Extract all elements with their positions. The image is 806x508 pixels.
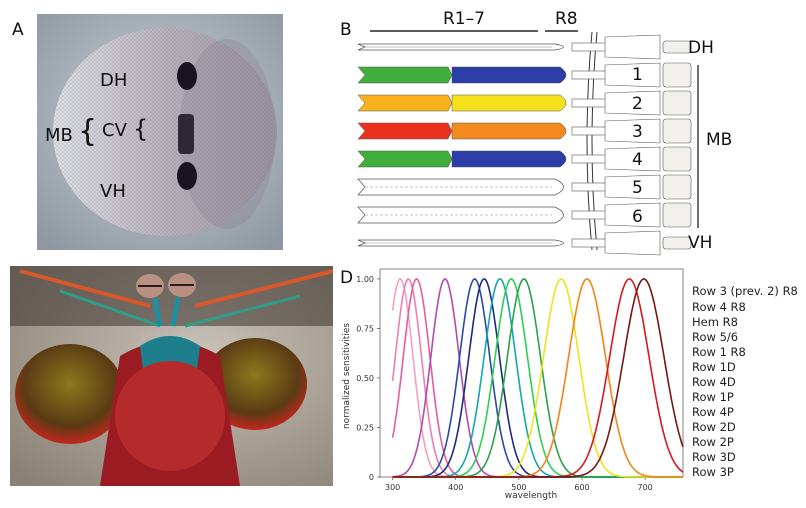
right-raptorial-appendage: [203, 338, 307, 430]
legend-item: Row 4P: [692, 405, 734, 419]
x-tick-label: 500: [511, 483, 526, 492]
panel-letter-d: D: [340, 268, 354, 288]
y-axis-label: normalized sensitivities: [342, 323, 352, 429]
row-label-vh: VH: [688, 233, 713, 253]
label-mb-b: MB: [706, 130, 733, 150]
mantis-shrimp-photo: [10, 266, 333, 486]
legend-item: Row 5/6: [692, 330, 739, 344]
label-vh-a: VH: [100, 181, 126, 202]
ommatidium-row: [357, 146, 692, 172]
row-label-dh: DH: [688, 38, 714, 58]
x-tick-label: 600: [574, 483, 589, 492]
row-label-1: 1: [632, 65, 643, 85]
legend-item: Row 4D: [692, 375, 736, 389]
row-label-3: 3: [632, 122, 643, 142]
row-label-4: 4: [632, 150, 643, 170]
left-raptorial-appendage: [15, 344, 125, 444]
x-tick-label: 700: [637, 483, 652, 492]
label-dh-a: DH: [100, 70, 128, 91]
ommatidium-row: [357, 202, 692, 228]
legend-item: Row 4 R8: [692, 300, 746, 314]
panel-letter-b: B: [340, 20, 352, 40]
ommatidium-row: [357, 62, 692, 88]
legend-item: Row 1D: [692, 360, 736, 374]
ommatidium-row: [357, 118, 692, 144]
eye-photo: [37, 14, 283, 250]
x-tick-label: 400: [448, 483, 463, 492]
pseudopupils: [177, 62, 197, 190]
row-label-6: 6: [632, 207, 643, 227]
legend-item: Row 3 (prev. 2) R8: [692, 284, 798, 298]
legend-item: Row 1P: [692, 390, 734, 404]
legend-item: Row 2D: [692, 420, 736, 434]
row-label-5: 5: [632, 178, 643, 198]
ommatidium-row: [357, 174, 692, 200]
legend-item: Hem R8: [692, 315, 738, 329]
sensitivity-curve: [392, 278, 684, 478]
legend-item: Row 3P: [692, 465, 734, 479]
brace-mb: {: [78, 114, 98, 149]
y-tick-label: 0: [369, 473, 374, 482]
label-mb-a: MB: [45, 125, 73, 146]
row-label-2: 2: [632, 94, 643, 114]
ommatidium-row: [357, 230, 692, 256]
legend-item: Row 3D: [692, 450, 736, 464]
label-cv-a: CV: [102, 120, 127, 141]
ommatidium-row: [357, 34, 692, 60]
ommatidium-row: [357, 90, 692, 116]
x-axis-label: wavelength: [505, 491, 557, 501]
panel-letter-a: A: [12, 20, 24, 40]
y-tick-label: 0.50: [356, 374, 374, 383]
sensitivity-curve: [392, 278, 683, 478]
ommatidia-diagram: [357, 30, 699, 256]
legend-item: Row 1 R8: [692, 345, 746, 359]
label-r17: R1–7: [443, 9, 485, 29]
y-tick-label: 0.75: [356, 324, 374, 333]
legend-item: Row 2P: [692, 435, 734, 449]
y-tick-label: 0.25: [356, 423, 374, 432]
x-tick-label: 300: [385, 483, 400, 492]
brace-cv: {: [133, 115, 149, 143]
sensitivity-chart: 0 0.25 0.50 0.75 1.00 300 400 500 600 700 normal…: [342, 268, 684, 501]
y-tick-label: 1.00: [356, 275, 374, 284]
label-r8: R8: [555, 9, 578, 29]
